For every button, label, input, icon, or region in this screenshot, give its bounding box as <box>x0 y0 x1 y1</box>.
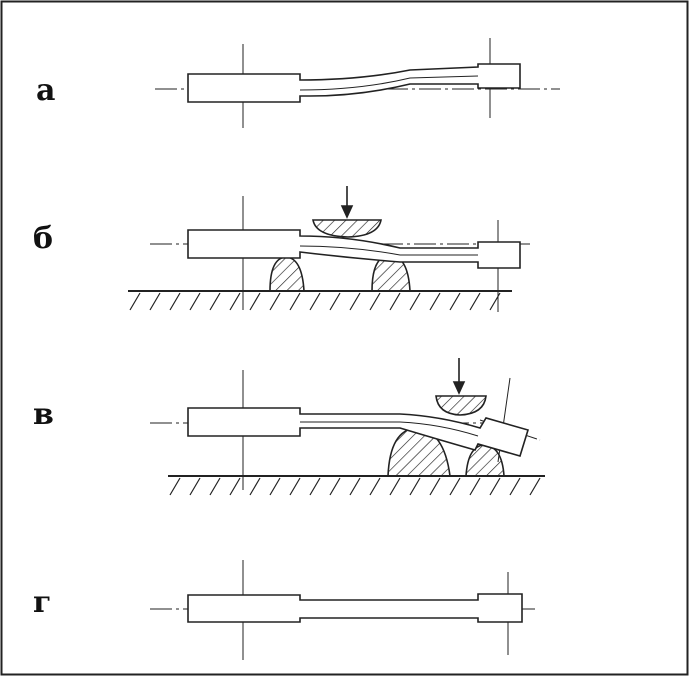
panel-a-drawing <box>155 38 560 128</box>
panel-label-b: б <box>33 221 54 256</box>
panel-v-drawing <box>150 358 545 496</box>
panel-label-v: в <box>33 397 54 432</box>
panel-g-drawing <box>150 560 535 660</box>
panel-b-drawing <box>128 186 530 312</box>
panel-label-a: а <box>36 73 56 108</box>
panel-label-g: г <box>33 585 52 620</box>
